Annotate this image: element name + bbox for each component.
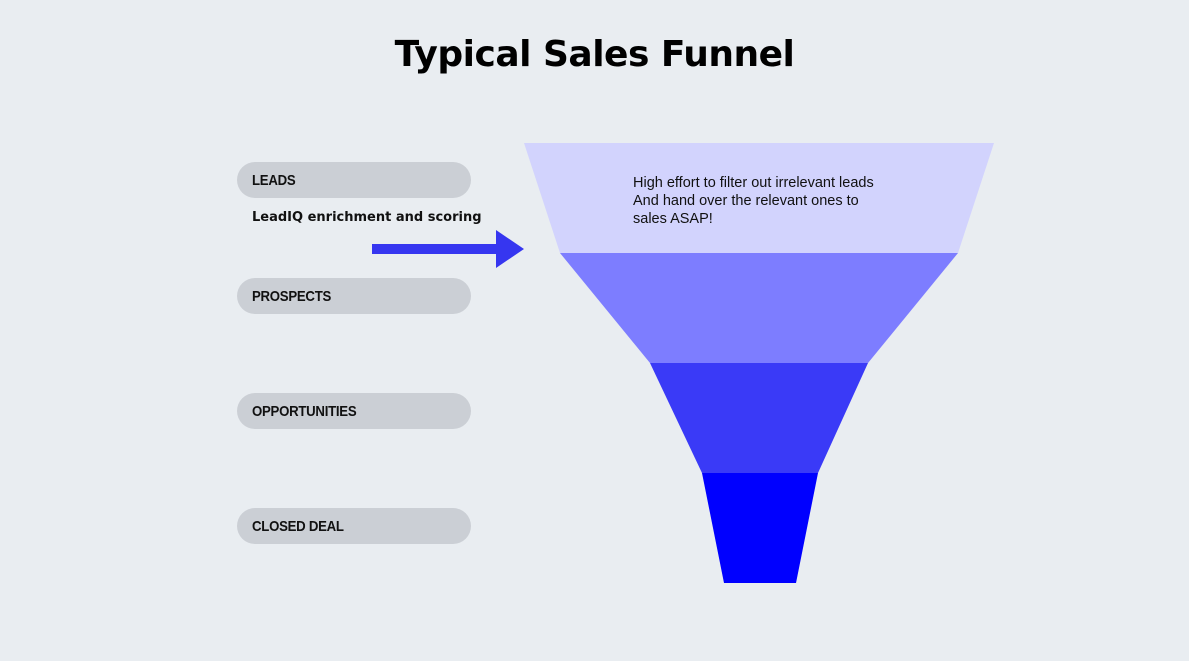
funnel-annotation-line: sales ASAP!: [633, 211, 713, 227]
stage-label: CLOSED DEAL: [252, 517, 344, 535]
funnel-layer-leads: [524, 143, 994, 253]
funnel-layer-closed-deal: [702, 473, 818, 583]
right-arrow-icon: [372, 230, 524, 268]
diagram-title: Typical Sales Funnel: [394, 34, 795, 75]
stage-pill-leads: LEADS: [237, 162, 471, 198]
funnel-layer-prospects: [560, 253, 958, 363]
stage-label: PROSPECTS: [252, 287, 332, 305]
funnel-graphic: [524, 143, 994, 583]
stage-pill-closed-deal: CLOSED DEAL: [237, 508, 471, 544]
stage-pill-prospects: PROSPECTS: [237, 278, 471, 314]
enrichment-annotation: LeadIQ enrichment and scoring: [252, 210, 482, 225]
funnel-annotation: High effort to filter out irrelevant lea…: [633, 174, 953, 228]
funnel-layer-opportunities: [650, 363, 868, 473]
funnel-annotation-line: And hand over the relevant ones to: [633, 193, 859, 209]
funnel-annotation-line: High effort to filter out irrelevant lea…: [633, 175, 874, 191]
arrow-shape: [372, 230, 524, 268]
stage-pill-opportunities: OPPORTUNITIES: [237, 393, 471, 429]
stage-label: LEADS: [252, 171, 296, 189]
stage-label: OPPORTUNITIES: [252, 402, 357, 420]
